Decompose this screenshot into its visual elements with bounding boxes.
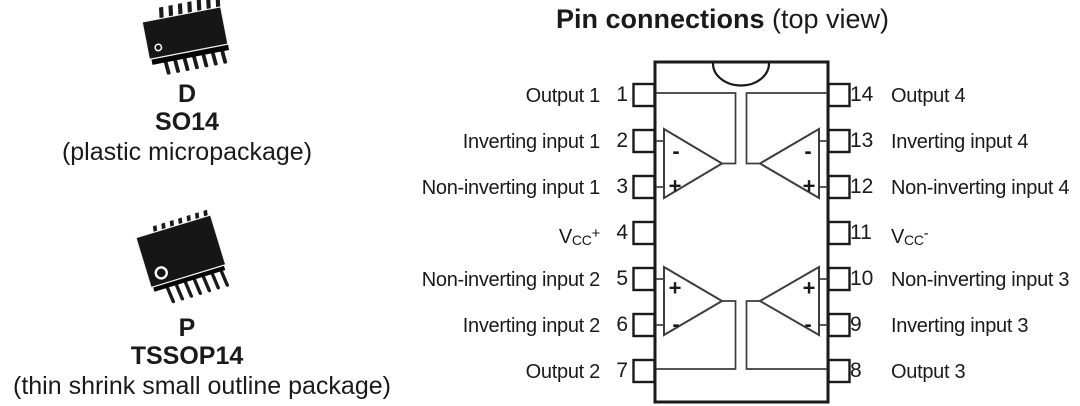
pin-label-1: Output 1 <box>525 85 601 107</box>
op-amp-3-inverting-sign: - <box>804 312 811 337</box>
pin-box-13 <box>827 128 851 154</box>
pin-number-8: 8 <box>850 359 862 382</box>
op-amp-2-triangle <box>663 265 724 337</box>
pin-number-11: 11 <box>850 221 872 244</box>
pin-connections-title: Pin connections (top view) <box>555 4 890 34</box>
pin-number-1: 1 <box>616 83 628 106</box>
pin-box-3 <box>632 174 656 200</box>
pin-box-6 <box>632 312 656 338</box>
tssop-pin1-dot <box>154 266 168 280</box>
op-amp-2-inverting-sign: - <box>672 312 679 337</box>
so14-code: D <box>177 80 197 108</box>
pin-box-1 <box>632 82 656 108</box>
so14-description: (plastic micropackage) <box>61 138 313 166</box>
tssop-description: (thin shrink small outline package) <box>13 372 391 400</box>
pin-label-13: Inverting input 4 <box>891 131 1029 153</box>
wire-output4 <box>745 92 828 165</box>
pinout-diagram: - + - + + - + - <box>632 60 851 404</box>
opamp-triangles <box>663 127 820 337</box>
pin-label-3: Non-inverting input 1 <box>421 177 601 199</box>
pin-number-7: 7 <box>616 359 628 382</box>
pin-box-4 <box>632 220 656 246</box>
pin-box-14 <box>827 82 851 108</box>
so14-name: SO14 <box>155 108 219 136</box>
op-amp-3-triangle <box>757 265 820 337</box>
pin-number-5: 5 <box>616 267 628 290</box>
pin-label-12: Non-inverting input 4 <box>891 177 1070 199</box>
tssop-name: TSSOP14 <box>130 342 244 370</box>
so14-pin1-dot <box>154 43 163 52</box>
ic-notch <box>711 63 771 87</box>
tssop-code: P <box>178 314 196 342</box>
pin-label-10: Non-inverting input 3 <box>891 269 1070 291</box>
internal-wires <box>655 92 828 370</box>
ic-body <box>653 60 830 404</box>
so14-package-icon <box>141 0 230 76</box>
op-amp-1-triangle <box>663 127 724 200</box>
pin-number-13: 13 <box>850 129 874 152</box>
pin-number-3: 3 <box>616 175 628 198</box>
wire-output2 <box>655 300 737 370</box>
wire-output1 <box>655 92 737 165</box>
op-amp-2-noninverting-sign: + <box>669 276 682 301</box>
pin-number-10: 10 <box>850 267 874 290</box>
pin-box-2 <box>632 128 656 154</box>
pin-box-5 <box>632 266 656 292</box>
pin-label-6: Inverting input 2 <box>462 315 601 337</box>
op-amp-3-noninverting-sign: + <box>803 276 816 301</box>
pin-box-10 <box>827 266 851 292</box>
tssop14-package-icon <box>135 210 230 304</box>
wire-output3 <box>745 300 828 370</box>
pin-box-7 <box>632 358 656 384</box>
pin-label-2: Inverting input 1 <box>462 131 601 153</box>
pin-number-14: 14 <box>850 83 874 106</box>
pin-box-12 <box>827 174 851 200</box>
pin-label-5: Non-inverting input 2 <box>421 269 601 291</box>
so14-body-top <box>141 6 229 61</box>
pin-boxes <box>632 82 851 384</box>
pin-number-4: 4 <box>616 221 628 244</box>
op-amp-4-triangle <box>758 127 820 200</box>
pin-label-11: VCC- <box>891 225 929 248</box>
pin-label-14: Output 4 <box>891 85 966 107</box>
pin-number-6: 6 <box>616 313 628 336</box>
pin-label-8: Output 3 <box>891 361 966 383</box>
pin-number-12: 12 <box>850 175 874 198</box>
pin-box-11 <box>827 220 851 246</box>
pin-label-4: VCC+ <box>558 225 600 248</box>
pin-number-2: 2 <box>616 129 628 152</box>
op-amp-1-inverting-sign: - <box>672 139 679 164</box>
pin-number-9: 9 <box>850 313 862 336</box>
pin-box-8 <box>827 358 851 384</box>
pin-box-9 <box>827 312 851 338</box>
pin-label-7: Output 2 <box>525 361 601 383</box>
tssop-front-pins <box>164 267 230 304</box>
op-amp-4-noninverting-sign: + <box>803 174 816 199</box>
op-amp-4-inverting-sign: - <box>804 139 811 164</box>
op-amp-1-noninverting-sign: + <box>669 174 682 199</box>
pin-label-9: Inverting input 3 <box>891 315 1029 337</box>
